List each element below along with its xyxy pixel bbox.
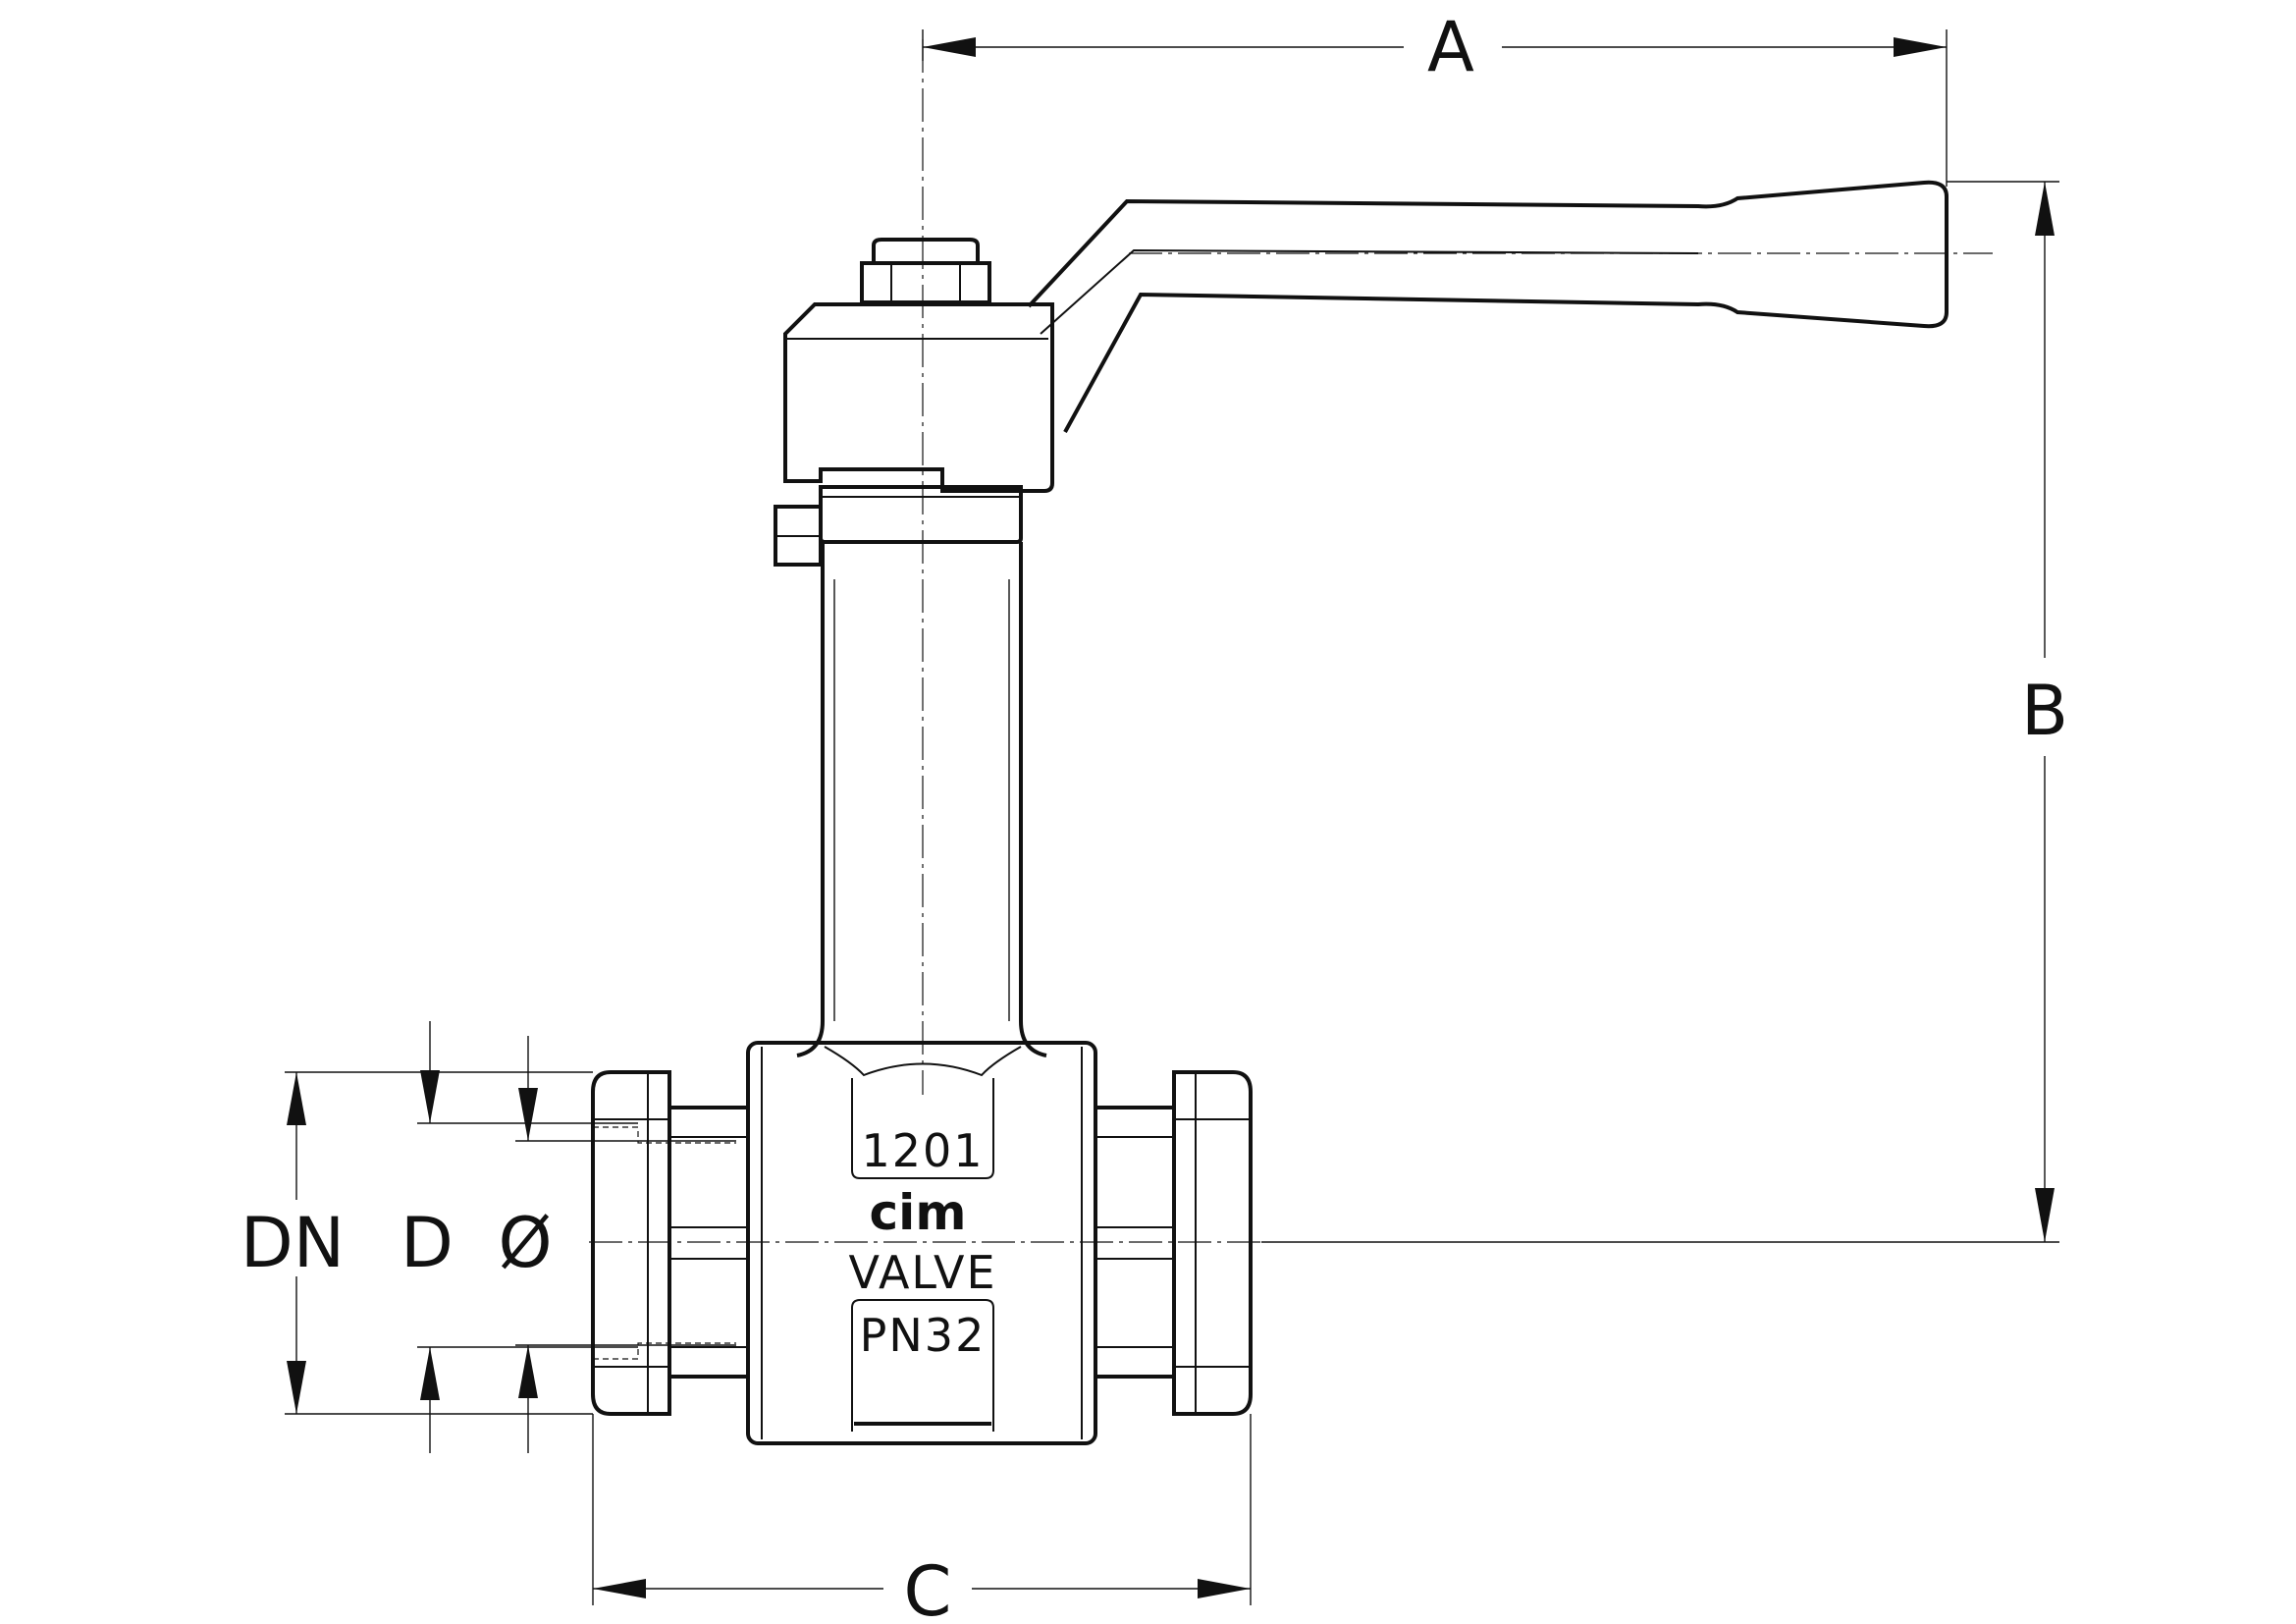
dim-a-arrow-right: [1894, 37, 1947, 57]
dim-bore-arrow-top: [518, 1088, 538, 1141]
body-lower-panel: [851, 1299, 994, 1432]
lever-handle: [1027, 180, 1949, 433]
dim-a-label: A: [1427, 7, 1474, 87]
top-block: [774, 302, 1054, 567]
dim-b-arrow-bottom: [2035, 1188, 2055, 1242]
dimension-c: C: [592, 1414, 1252, 1624]
body-upper-panel: [851, 1078, 994, 1179]
nut-cap: [872, 238, 980, 263]
dim-d-arrow-bottom: [420, 1347, 440, 1400]
brand-logo-text: cim: [870, 1184, 967, 1241]
dimension-a: A: [922, 7, 1948, 187]
nut-hex: [860, 261, 991, 304]
dimension-dn: DN: [240, 1071, 593, 1415]
dim-dn-label: DN: [240, 1203, 345, 1283]
dim-bore-arrow-bottom: [518, 1345, 538, 1398]
body-outer: [746, 1041, 1097, 1445]
stem-nut: [860, 238, 991, 304]
left-thread-hidden: [593, 1126, 736, 1360]
pressure-rating: PN32: [860, 1309, 987, 1362]
stem-transition: [796, 1020, 1047, 1057]
dim-a-arrow-left: [923, 37, 976, 57]
dim-d-label: D: [400, 1203, 454, 1283]
valve-body: [746, 1041, 1097, 1445]
dim-bore-label: Ø: [498, 1203, 552, 1283]
dim-dn-arrow-top: [287, 1072, 306, 1125]
dim-d-arrow-top: [420, 1070, 440, 1123]
dim-c-arrow-right: [1198, 1579, 1251, 1598]
lever-inner-line: [1040, 248, 1699, 335]
body-markings: 1201 cim VALVE PN32: [848, 1124, 996, 1362]
stem-extension: [796, 542, 1047, 1057]
left-end-connector: [591, 1070, 748, 1416]
top-block-outline: [783, 302, 1054, 493]
right-tailpiece-inner: [1095, 1136, 1174, 1348]
model-number: 1201: [861, 1124, 984, 1177]
left-tailpiece: [669, 1106, 748, 1379]
left-hex-nut: [591, 1070, 671, 1416]
dim-dn-arrow-bottom: [287, 1361, 306, 1414]
dimension-b: B: [1261, 181, 2068, 1243]
dimension-bore: Ø: [498, 1036, 736, 1453]
right-end-connector: [1095, 1070, 1253, 1416]
right-hex-nut: [1172, 1070, 1253, 1416]
dim-c-label: C: [904, 1551, 952, 1624]
body-neck-recess: [824, 1046, 1022, 1077]
left-tailpiece-inner: [669, 1136, 748, 1348]
centerlines: [589, 39, 1993, 1243]
valve-type-text: VALVE: [848, 1246, 996, 1299]
collar: [819, 485, 1023, 544]
dim-b-arrow-top: [2035, 182, 2055, 236]
dim-c-arrow-left: [593, 1579, 646, 1598]
dim-b-label: B: [2021, 671, 2068, 751]
right-tailpiece: [1095, 1106, 1174, 1379]
lever-outline: [1027, 180, 1949, 433]
